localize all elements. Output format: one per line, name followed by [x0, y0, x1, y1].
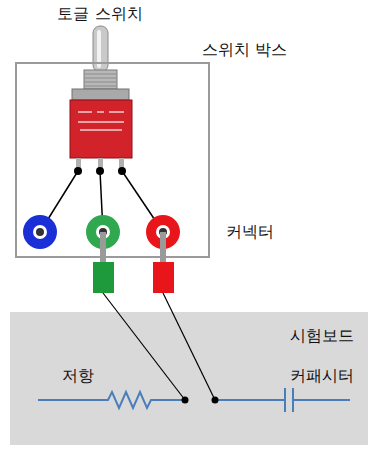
contact-dot — [212, 397, 219, 404]
circuit-wire — [293, 399, 350, 401]
plug-stem — [100, 232, 106, 264]
solder-dot — [74, 167, 82, 175]
component-label: 커패시터 — [290, 366, 354, 385]
contact-dot — [182, 397, 189, 404]
plug-red — [153, 262, 174, 293]
circuit-wire — [215, 399, 285, 401]
solder-dot — [96, 167, 104, 175]
jack-ring — [33, 225, 47, 239]
part-label: 커넥터 — [226, 222, 274, 241]
plug-stem — [160, 232, 166, 264]
switch-box: 스위치 박스 — [15, 62, 210, 258]
box-heading: 스위치 박스 — [202, 40, 287, 59]
switch-lever — [93, 26, 108, 72]
solder-dot — [118, 167, 126, 175]
body-marking — [78, 112, 124, 130]
component-label: 토글 스위치 — [57, 4, 142, 23]
box-heading: 시험보드 — [290, 326, 354, 345]
plug-green — [93, 262, 114, 293]
switch-nut — [72, 89, 129, 100]
switch-body — [70, 100, 132, 158]
toggle-switch — [70, 26, 132, 169]
bushing-threads — [84, 74, 117, 86]
capacitor-plate — [284, 388, 286, 412]
jack-hole — [36, 228, 44, 236]
switch-bushing — [84, 70, 117, 89]
jack-blue — [23, 215, 57, 249]
banana-jack — [23, 215, 57, 249]
component-label: 저항 — [62, 366, 94, 385]
